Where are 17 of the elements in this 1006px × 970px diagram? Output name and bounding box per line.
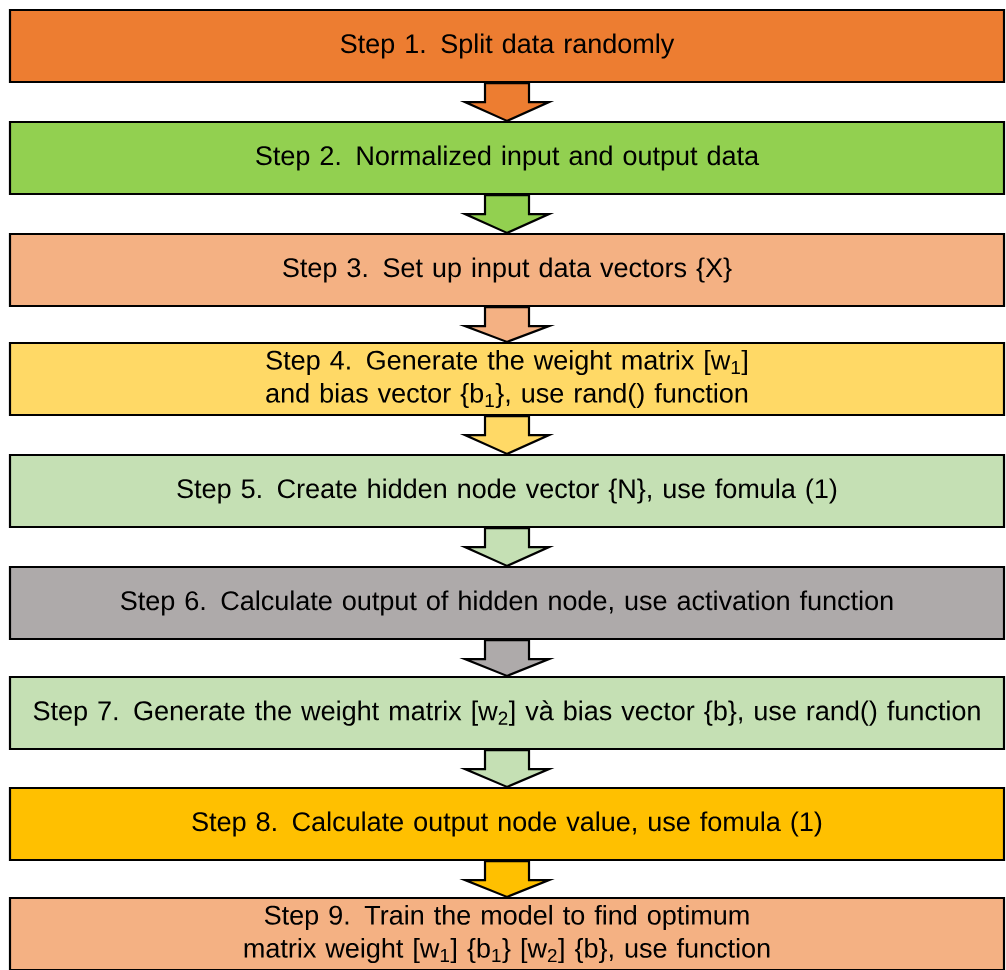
step-box: Step 6. Calculate output of hidden node, use activation function (8, 565, 1006, 641)
block-arrow (459, 639, 555, 678)
block-arrow (459, 860, 555, 899)
step-box: Step 8. Calculate output node value, use fomula (1) (8, 786, 1006, 862)
step-box: Step 7. Generate the weight matrix [w$_{2}$] và bias vector {b}, use rand() function (8, 675, 1006, 751)
block-arrow (459, 749, 555, 789)
step-box: Step 5. Create hidden node vector {N}, use fomula (1) (8, 453, 1006, 529)
step-box: Step 9. Train the model to find optimum matrix weight [w$_{1}$] {b$_{1}$} [w$_{2}$] {b}, use function (8, 896, 1006, 970)
step-box: Step 4. Generate the weight matrix [w$_{1}$] and bias vector {b$_{1}$}, use rand() function (8, 341, 1006, 417)
step-box: Step 2. Normalized input and output data (8, 120, 1006, 196)
block-arrow (459, 527, 555, 568)
block-arrow (459, 82, 555, 123)
step-box: Step 3. Set up input data vectors {X} (8, 232, 1006, 308)
block-arrow (459, 194, 555, 235)
block-arrow (459, 415, 555, 456)
block-arrow (458, 306, 556, 344)
step-box: Step 1. Split data randomly (8, 8, 1006, 84)
